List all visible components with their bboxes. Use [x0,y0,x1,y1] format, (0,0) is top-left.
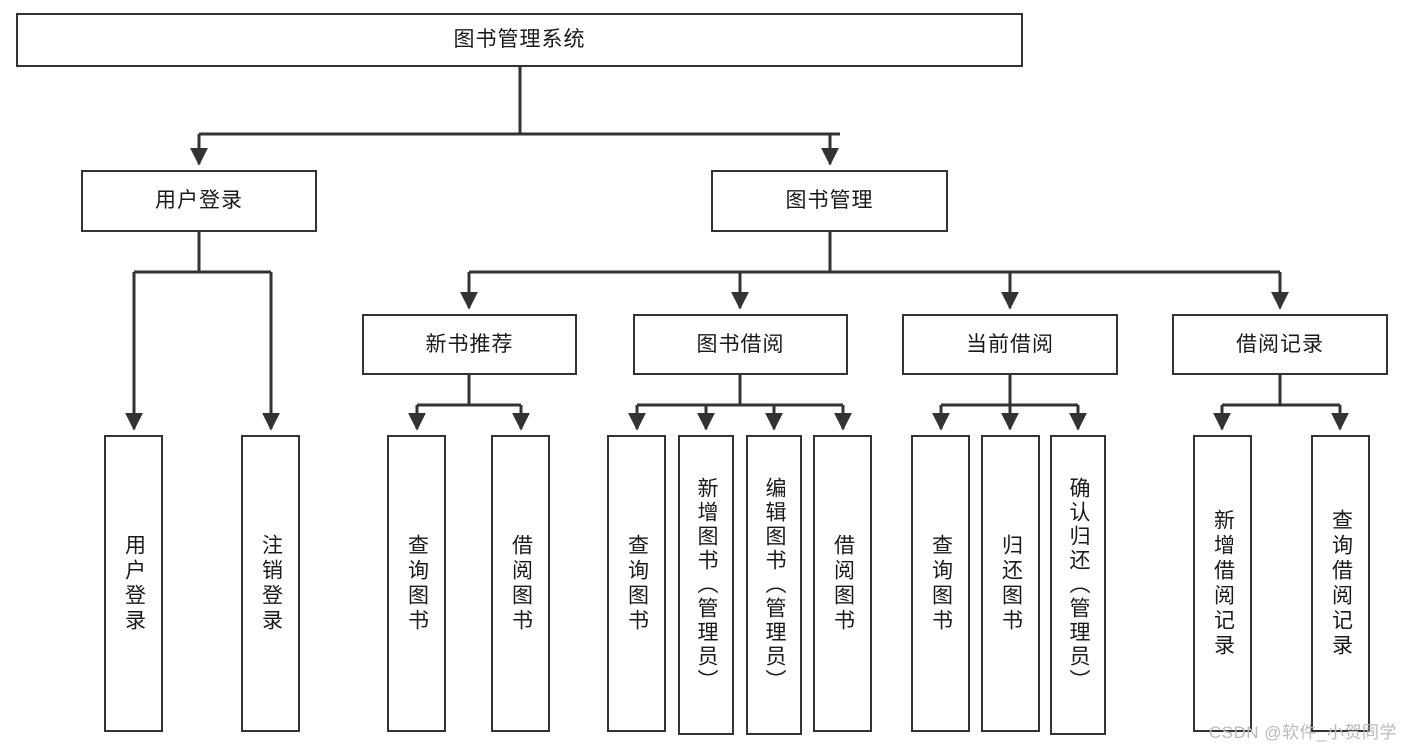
node-root[interactable]: 图书管理系统 [16,13,1023,67]
node-book-borrow[interactable]: 图书借阅 [633,314,848,375]
node-leaf-user-login[interactable]: 用户登录 [104,435,163,732]
node-user-login-label: 用户登录 [155,189,243,213]
node-leaf-query-book-1-label: 查询图书 [405,533,429,634]
node-leaf-query-book-2-label: 查询图书 [625,533,649,634]
node-leaf-borrow-book-1[interactable]: 借阅图书 [491,435,550,732]
node-leaf-add-book[interactable]: 新增图书（管理员） [678,435,734,735]
node-leaf-confirm-return-label: 确认归还（管理员） [1067,477,1091,693]
node-leaf-query-book-3[interactable]: 查询图书 [911,435,970,732]
node-leaf-user-login-label: 用户登录 [122,533,146,634]
node-current-borrow[interactable]: 当前借阅 [902,314,1118,375]
node-leaf-add-record-label: 新增借阅记录 [1211,508,1235,659]
node-borrow-record[interactable]: 借阅记录 [1172,314,1388,375]
node-leaf-query-book-2[interactable]: 查询图书 [607,435,666,732]
node-leaf-borrow-book-1-label: 借阅图书 [509,533,533,634]
node-leaf-user-logout-label: 注销登录 [259,533,283,634]
node-leaf-add-record[interactable]: 新增借阅记录 [1193,435,1252,732]
node-book-borrow-label: 图书借阅 [696,332,785,356]
node-book-manage-label: 图书管理 [785,189,874,213]
node-leaf-return-book[interactable]: 归还图书 [981,435,1040,732]
node-leaf-query-record[interactable]: 查询借阅记录 [1311,435,1370,732]
node-leaf-query-record-label: 查询借阅记录 [1329,508,1353,659]
watermark: CSDN @软件_小贺同学 [1208,723,1397,742]
node-leaf-edit-book[interactable]: 编辑图书（管理员） [746,435,802,735]
node-borrow-record-label: 借阅记录 [1236,332,1324,356]
node-new-book-rec-label: 新书推荐 [425,332,514,356]
node-leaf-edit-book-label: 编辑图书（管理员） [763,477,787,693]
node-leaf-borrow-book-2[interactable]: 借阅图书 [813,435,872,732]
node-leaf-confirm-return[interactable]: 确认归还（管理员） [1050,435,1106,735]
node-leaf-return-book-label: 归还图书 [999,533,1023,634]
node-current-borrow-label: 当前借阅 [966,332,1054,356]
node-book-manage[interactable]: 图书管理 [711,170,948,232]
node-leaf-add-book-label: 新增图书（管理员） [695,477,719,693]
node-leaf-query-book-3-label: 查询图书 [929,533,953,634]
node-new-book-rec[interactable]: 新书推荐 [362,314,577,375]
node-user-login[interactable]: 用户登录 [81,170,317,232]
node-leaf-user-logout[interactable]: 注销登录 [241,435,300,732]
node-leaf-query-book-1[interactable]: 查询图书 [387,435,446,732]
node-leaf-borrow-book-2-label: 借阅图书 [831,533,855,634]
node-root-label: 图书管理系统 [453,28,586,52]
